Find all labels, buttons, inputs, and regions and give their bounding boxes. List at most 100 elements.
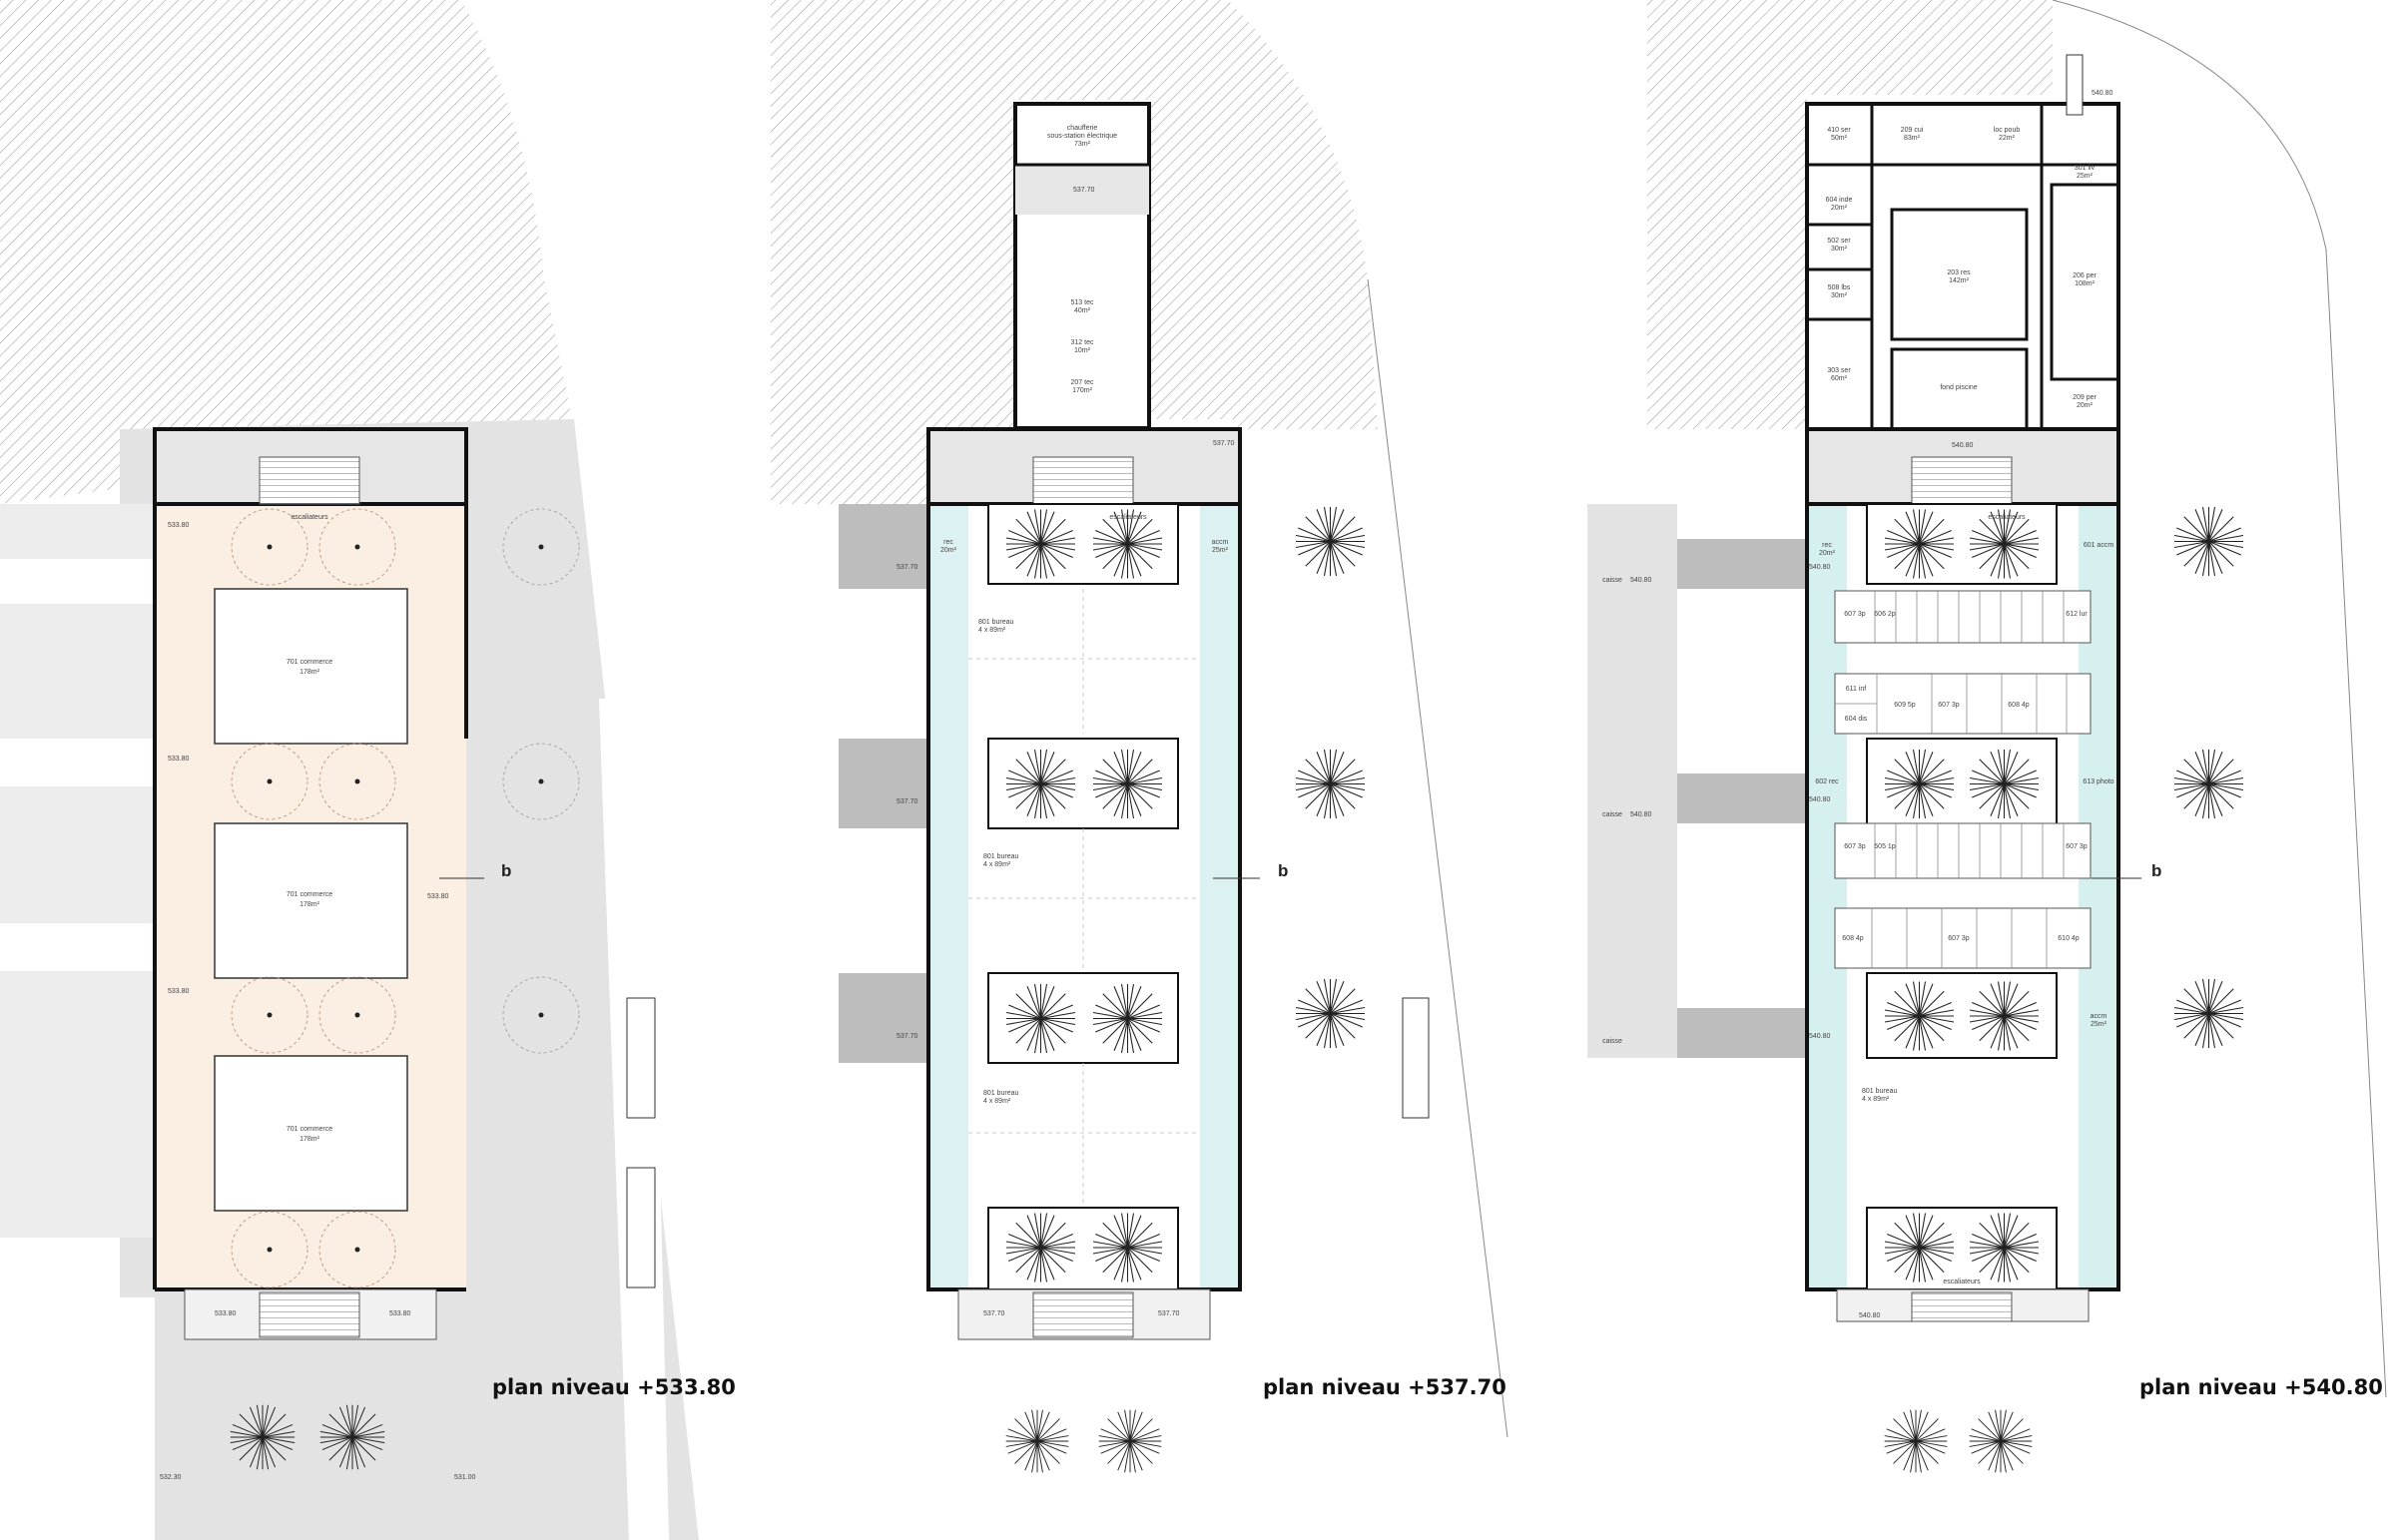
side-label: 602 rec xyxy=(1815,778,1839,785)
cell-label: 608 4p xyxy=(1842,935,1864,942)
elevation: 540.80 xyxy=(1630,577,1652,584)
cell-label: 607 3p xyxy=(2066,843,2088,850)
cell-label: 608 4p xyxy=(2008,702,2030,709)
section-marker-b: b xyxy=(2151,861,2161,880)
side-label: caisse xyxy=(1602,811,1622,818)
elevation: 540.80 xyxy=(1809,564,1831,571)
room-area: 4 x 89m² xyxy=(1862,1096,1890,1103)
cell-label: 605 1p xyxy=(1874,843,1896,850)
room-area: 108m² xyxy=(2075,280,2096,287)
escalator xyxy=(259,456,360,505)
tech-label: 207 tec xyxy=(1071,379,1094,386)
elevation: 540.80 xyxy=(1952,442,1974,449)
room-label: 203 res xyxy=(1947,269,1971,276)
elevation: 533.80 xyxy=(215,1310,237,1317)
escalator xyxy=(1032,1291,1134,1338)
side-label: rec xyxy=(943,539,953,546)
elevation: 533.80 xyxy=(168,522,190,529)
tech-label: 40m² xyxy=(1074,307,1091,314)
room-area: 20m² xyxy=(2077,402,2094,409)
room-label: 701 commerce xyxy=(287,659,332,666)
stair-label: escaliateurs xyxy=(1943,1279,1981,1285)
plan-537-70 xyxy=(771,0,1508,1473)
room-box xyxy=(214,588,408,745)
tech-label: 170m² xyxy=(1072,387,1093,394)
room-label: 701 commerce xyxy=(287,1126,332,1133)
terrain-hatch xyxy=(0,0,574,504)
road xyxy=(599,699,669,1540)
tech-label: 312 tec xyxy=(1071,339,1094,346)
stair-label: escaliateurs xyxy=(1109,514,1147,521)
room-box xyxy=(214,1055,408,1212)
room-label: 303 ser xyxy=(1827,367,1851,374)
room-area: 142m² xyxy=(1949,277,1970,284)
elevation: 540.80 xyxy=(1630,811,1652,818)
elevation: 533.80 xyxy=(168,756,190,763)
room-area: 20m² xyxy=(1831,205,1848,212)
side-label: 20m² xyxy=(1819,550,1836,557)
plan-title-540-80: plan niveau +540.80 xyxy=(2139,1375,2383,1399)
plan-533-80 xyxy=(0,0,699,1540)
room-area: 22m² xyxy=(1999,135,2016,142)
elevation: 532.30 xyxy=(160,1474,182,1481)
side-label: caisse xyxy=(1602,577,1622,584)
room-label: 410 ser xyxy=(1827,127,1851,134)
room-area: 25m² xyxy=(2077,173,2094,180)
room-label: 209 cui xyxy=(1901,127,1924,134)
elevation: 540.80 xyxy=(1859,1312,1881,1319)
plan-title-537-70: plan niveau +537.70 xyxy=(1263,1375,1506,1399)
section-markers: b b b xyxy=(501,861,2161,880)
room-label: 801 bureau xyxy=(978,619,1014,626)
escalator xyxy=(1032,456,1134,505)
plan-540-80 xyxy=(1587,0,2387,1473)
tech-label: 513 tec xyxy=(1071,299,1094,306)
elevation: 537.70 xyxy=(1158,1310,1180,1317)
room-label: 502 ser xyxy=(1827,238,1851,245)
side-label: 601 accm xyxy=(2084,542,2114,549)
tech-label: 73m² xyxy=(1074,141,1091,148)
cell-label: 607 3p xyxy=(1948,935,1970,942)
side-label: 613 photo xyxy=(2083,778,2113,785)
room-area: 50m² xyxy=(1831,135,1848,142)
side-label: 20m² xyxy=(940,547,957,554)
cell-label: 610 4p xyxy=(2058,935,2080,942)
elevation: 533.80 xyxy=(427,893,449,900)
room-label: 604 inde xyxy=(1826,197,1853,204)
room-area: 30m² xyxy=(1831,292,1848,299)
elevation: 540.80 xyxy=(2092,90,2113,97)
room-area: 178m² xyxy=(300,669,320,676)
section-marker-b: b xyxy=(1278,861,1288,880)
elevation: 531.00 xyxy=(454,1474,476,1481)
elevation: 540.80 xyxy=(1809,796,1831,803)
room-box xyxy=(214,822,408,979)
room-label: 206 per xyxy=(2073,272,2096,279)
room-label: 701 commerce xyxy=(287,891,332,898)
stair-label: escaliateurs xyxy=(291,514,328,521)
room-label: 209 per xyxy=(2073,394,2096,401)
room-label: 508 lbs xyxy=(1828,284,1851,291)
room-area: 30m² xyxy=(1831,246,1848,253)
room-label: fond piscine xyxy=(1940,384,1977,391)
escalator xyxy=(259,1291,360,1338)
escalator xyxy=(1911,1291,2013,1322)
room-area: 4 x 89m² xyxy=(978,627,1006,634)
side-label: accm xyxy=(1212,539,1229,546)
side-label: accm xyxy=(2091,1013,2107,1020)
cell-label: 609 5p xyxy=(1894,702,1916,709)
room-area: 178m² xyxy=(300,901,320,908)
cell-label: 607 3p xyxy=(1844,611,1866,618)
room-area: 60m² xyxy=(1831,375,1848,382)
terrain-hatch xyxy=(1647,0,2053,429)
side-label: 25m² xyxy=(2091,1021,2107,1028)
room-label: 801 bureau xyxy=(983,853,1019,860)
cell-label: 604 dis xyxy=(1845,716,1868,723)
elevation: 537.70 xyxy=(897,798,918,805)
room-label: loc poub xyxy=(1994,127,2021,134)
elevation: 533.80 xyxy=(389,1310,411,1317)
left-strip xyxy=(0,504,155,1238)
room-area: 4 x 89m² xyxy=(983,861,1011,868)
side-label: caisse xyxy=(1602,1038,1622,1045)
room-label: 801 bureau xyxy=(1862,1088,1898,1095)
room-area: 178m² xyxy=(300,1136,320,1143)
terrain-hatch xyxy=(771,0,1378,504)
